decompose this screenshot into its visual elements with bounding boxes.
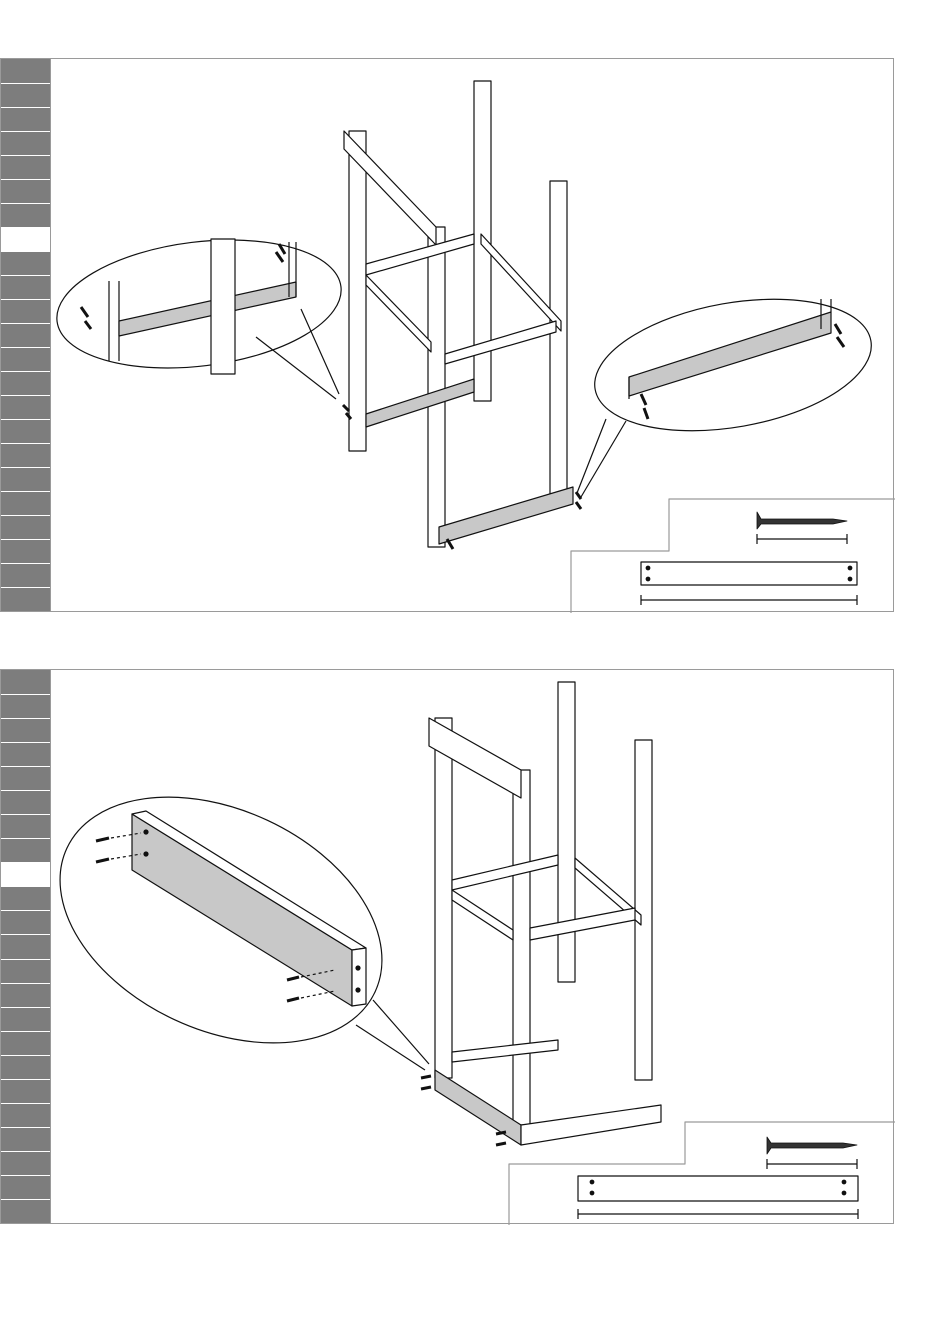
screw-icon — [757, 512, 847, 544]
detail-zoom — [20, 748, 429, 1091]
assembly-illustration — [1, 59, 895, 613]
parts-box — [571, 499, 895, 613]
detail-zoom-right — [577, 280, 882, 497]
board-icon — [578, 1176, 858, 1219]
step-panel-2 — [0, 669, 894, 1224]
tower-frame — [343, 81, 581, 549]
tower-frame — [421, 682, 661, 1145]
step-panel-1 — [0, 58, 894, 612]
assembly-illustration — [1, 670, 895, 1225]
screw-icon — [767, 1137, 857, 1169]
detail-zoom-left — [50, 225, 349, 399]
board-icon — [641, 562, 857, 605]
